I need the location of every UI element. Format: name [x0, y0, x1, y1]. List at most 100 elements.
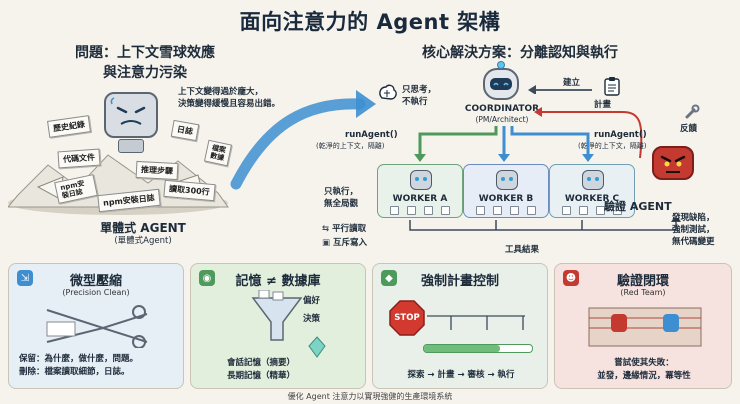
micro-compaction-panel: ⇲ 微型壓縮 (Precision Clean) 保留：為什麼，做什麼，問題。 … [8, 263, 184, 389]
shield-icon: ◆ [381, 270, 397, 286]
verify-desc-line1: 發現缺陷， [672, 213, 715, 223]
feedback-label: 反饋 [680, 124, 698, 134]
stressed-face-icon [110, 97, 146, 125]
brain-icon [379, 84, 397, 100]
scissors-icon [46, 305, 148, 348]
worker-b-robot-icon [496, 170, 518, 190]
monolithic-agent-body [118, 139, 144, 153]
transition-arrow [230, 90, 376, 190]
execute-only-line1: 只執行， [324, 187, 359, 197]
think-only-line2: 不執行 [402, 97, 428, 107]
verify-loop-panel: ☻ 驗證閉環 (Red Team) 嘗試使其失敗： 並發，邊緣情況，冪等性 [554, 263, 732, 389]
page-title: 面向注意力的 Agent 架構 [239, 10, 501, 34]
problem-heading-line2: 與注意力污染 [103, 65, 187, 81]
footer-caption: 優化 Agent 注意力以實現強健的生產環境系統 [287, 392, 453, 401]
worker-a-label: WORKER A [392, 194, 448, 204]
plan-label: 計畫 [594, 100, 612, 110]
verify-loop-line1: 嘗試使其失敗： [614, 358, 674, 368]
funnel-icon [251, 290, 303, 341]
session-memory-text: 會話記憶（摘要） [227, 358, 296, 368]
worker-c-card: WORKER C [549, 164, 635, 218]
coordinator-face-icon [490, 78, 512, 90]
decision-label: 決策 [303, 314, 321, 324]
preference-label: 偏好 [303, 296, 321, 306]
build-arrow [528, 85, 592, 94]
build-label: 建立 [563, 78, 581, 88]
run-agent-left-sub: (乾淨的上下文，隔離) [316, 142, 385, 150]
problem-heading: 問題：上下文雪球效應 與注意力污染 [60, 42, 230, 82]
wrench-icon [685, 104, 700, 119]
run-agent-left: runAgent() [345, 130, 398, 140]
worker-a-card: WORKER A [377, 164, 463, 218]
parallel-read-icon: ⇆ [322, 224, 330, 234]
execute-only-text: 只執行， 無全局觀 [324, 186, 358, 210]
dispatch-arrows [414, 126, 594, 162]
monolithic-agent-sublabel: (單體式Agent) [114, 236, 172, 246]
plan-progress-bar [423, 344, 533, 353]
monolithic-agent-label: 單體式 AGENT [100, 221, 186, 235]
parallel-read-label: 平行讀取 [332, 224, 367, 234]
clipboard-icon [604, 77, 620, 96]
problem-speech-line2: 決策變得緩慢且容易出錯。 [178, 99, 281, 109]
verify-desc-line3: 無代碼變更 [672, 237, 715, 247]
mutex-write-label: 互斥寫入 [333, 238, 368, 248]
worker-b-files [472, 206, 540, 215]
mutex-write-icon: ▣ [322, 238, 331, 248]
stop-sign-icon [389, 300, 425, 336]
long-term-memory-text: 長期記憶（精華） [227, 371, 296, 381]
worker-c-robot-icon [582, 170, 604, 190]
verify-agent-label: 驗證 AGENT [604, 200, 672, 213]
parallel-read-row: ⇆ 平行讀取 [322, 222, 366, 234]
plan-progress-fill [424, 345, 500, 352]
micro-compaction-subtitle: (Precision Clean) [62, 288, 130, 297]
coordinator-antenna-icon [497, 61, 505, 69]
delete-text: 刪除：檔案讀取細節，日誌。 [19, 367, 130, 377]
coordinator-sublabel: (PM/Architect) [475, 115, 529, 124]
worker-a-robot-icon [410, 170, 432, 190]
verify-agent-robot [652, 146, 694, 180]
run-agent-right-sub: (乾淨的上下文，隔離) [578, 142, 647, 150]
worker-b-card: WORKER B [463, 164, 549, 218]
problem-speech: 上下文變得過於龐大， 決策變得緩慢且容易出錯。 [178, 86, 303, 110]
worker-a-files [386, 206, 454, 215]
solution-heading: 核心解決方案：分離認知與執行 [422, 45, 618, 61]
memory-panel: ◉ 記憶 ≠ 數據庫 偏好 決策 會話記憶（摘要） 長期記憶（精華） [190, 263, 366, 389]
plan-control-panel: ◆ 強制計畫控制 STOP 探索 → 計畫 → 審核 → 執行 [372, 263, 548, 389]
verify-loop-line2: 並發，邊緣情況，冪等性 [597, 371, 691, 381]
crystal-icon [308, 336, 326, 358]
coordinator-robot [483, 68, 519, 100]
mutex-write-row: ▣ 互斥寫入 [322, 236, 367, 248]
tool-results-arrow [409, 218, 681, 231]
plan-flow-text: 探索 → 計畫 → 審核 → 執行 [407, 370, 515, 380]
boxing-ring-icon [588, 307, 702, 347]
database-icon: ◉ [199, 270, 215, 286]
worker-c-label: WORKER C [564, 194, 620, 204]
tool-results-label: 工具結果 [505, 245, 540, 255]
paper-reasoning-steps: 推理步驟 [135, 160, 179, 181]
worker-c-files [558, 206, 626, 215]
verify-loop-title: 驗證閉環 [616, 274, 669, 289]
paper-code-files: 代碼文件 [57, 148, 101, 169]
plan-flow-arrows [427, 315, 525, 330]
coordinator-label: COORDINATOR [464, 104, 540, 114]
compress-icon: ⇲ [17, 270, 33, 286]
problem-speech-line1: 上下文變得過於龐大， [178, 87, 264, 97]
micro-compaction-title: 微型壓縮 [69, 274, 122, 289]
worker-b-label: WORKER B [478, 194, 534, 204]
run-agent-right: runAgent() [594, 130, 647, 140]
stop-sign-text: STOP [394, 313, 420, 323]
red-team-icon: ☻ [563, 270, 579, 286]
verify-agent-desc: 發現缺陷， 強制測試， 無代碼變更 [672, 212, 715, 248]
think-only-line1: 只思考， [402, 85, 437, 95]
monolithic-agent-robot [104, 92, 158, 138]
keep-text: 保留：為什麼，做什麼，問題。 [19, 354, 139, 364]
angry-face-icon [660, 155, 686, 173]
think-only-text: 只思考， 不執行 [402, 84, 436, 108]
execute-only-line2: 無全局觀 [324, 199, 359, 209]
verify-desc-line2: 強制測試， [672, 225, 715, 235]
plan-control-title: 強制計畫控制 [420, 274, 499, 289]
feedback-arrow [534, 107, 643, 159]
verify-loop-subtitle: (Red Team) [620, 288, 666, 297]
memory-title: 記憶 ≠ 數據庫 [235, 274, 321, 289]
problem-heading-line1: 問題：上下文雪球效應 [75, 45, 215, 61]
